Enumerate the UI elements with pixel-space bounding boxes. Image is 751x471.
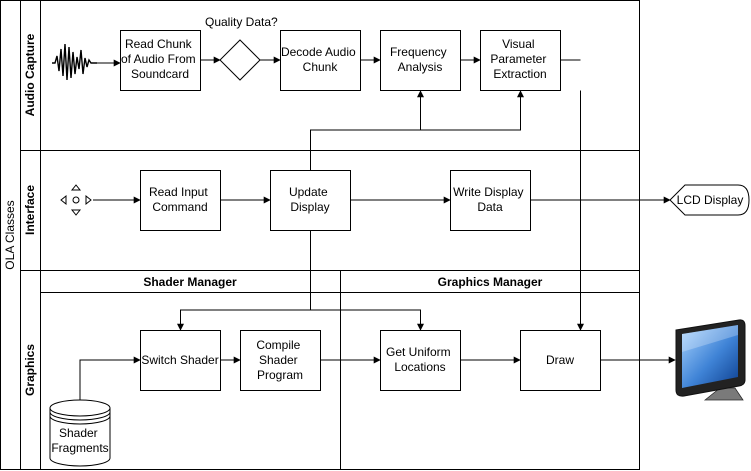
lane-label-audio-capture: Audio Capture: [23, 33, 37, 116]
frequency-analysis-label: Frequency Analysis: [390, 45, 450, 74]
waveform-icon: [52, 43, 97, 81]
pool-title: OLA Classes: [3, 200, 17, 269]
shader-fragments-database: [49, 399, 111, 467]
write-display-label: Write Display Data: [453, 185, 527, 214]
compile-shader-label: Compile Shader Program: [256, 338, 303, 382]
quality-decision-diamond: [219, 39, 261, 81]
decode-audio-label: Decode Audio Chunk: [281, 45, 359, 74]
monitor-icon: [675, 319, 746, 401]
get-uniform-label: Get Uniform Locations: [386, 345, 454, 374]
get-uniform-box: [380, 330, 461, 391]
draw-box: [520, 330, 601, 391]
update-display-box: [270, 170, 351, 231]
visual-parameter-label: Visual Parameter Extraction: [490, 37, 549, 81]
read-input-label: Read Input Command: [149, 185, 211, 214]
quality-data-label: Quality Data?: [205, 15, 278, 29]
switch-shader-box: [140, 330, 221, 391]
lcd-display-label: LCD Display: [677, 193, 744, 207]
read-input-box: [140, 170, 221, 231]
switch-shader-label: Switch Shader: [141, 353, 218, 367]
sublane-label-graphics-manager: Graphics Manager: [438, 275, 543, 289]
decode-audio-box: [280, 30, 361, 91]
lcd-display-shape: [669, 184, 750, 216]
read-chunk-label: Read Chunk of Audio From Soundcard: [121, 37, 199, 81]
lane-label-graphics: Graphics: [23, 344, 37, 396]
compile-shader-box: [240, 330, 321, 391]
read-chunk-box: [120, 30, 201, 91]
shader-fragments-label: Shader Fragments: [51, 426, 108, 455]
directional-pad-icon: [60, 184, 92, 216]
pool-frame: [0, 0, 640, 470]
draw-label: Draw: [546, 353, 574, 367]
lane-label-interface: Interface: [23, 185, 37, 235]
sublane-label-shader-manager: Shader Manager: [143, 275, 237, 289]
update-display-label: Update Display: [289, 185, 331, 214]
connectors: [79, 56, 676, 400]
